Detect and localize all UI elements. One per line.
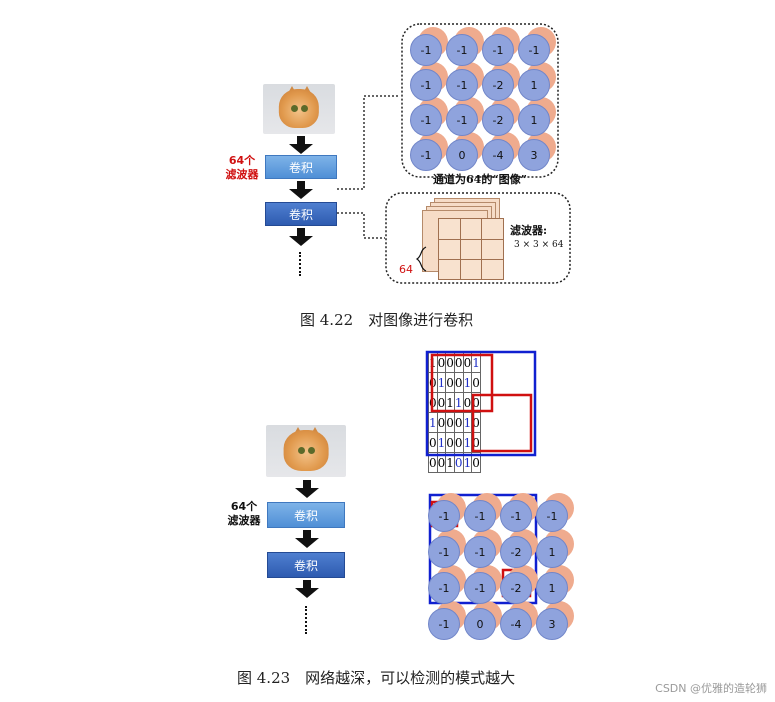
grid-cell: -1 <box>446 34 478 66</box>
down-arrow-icon <box>289 136 313 154</box>
grid-cell: -1 <box>428 536 460 568</box>
grid-cell: -1 <box>482 34 514 66</box>
conv-box-2: 卷积 <box>265 202 337 226</box>
grid-cell: 3 <box>518 139 550 171</box>
grid-cell: -1 <box>410 104 442 136</box>
grid-cell: -1 <box>518 34 550 66</box>
grid-cell: -2 <box>500 536 532 568</box>
down-arrow-icon <box>289 228 313 246</box>
matrix-cell: 0 <box>471 452 481 473</box>
grid-cell: 0 <box>464 608 496 640</box>
connector-lines <box>337 23 571 284</box>
conv-box-1: 卷积 <box>265 155 337 179</box>
continuation-dots <box>305 606 310 634</box>
grid-cell: 1 <box>518 104 550 136</box>
grid-cell: -1 <box>464 536 496 568</box>
grid-cell: -1 <box>464 572 496 604</box>
grid-cell: 3 <box>536 608 568 640</box>
grid-cell: 1 <box>536 572 568 604</box>
grid-cell: -4 <box>482 139 514 171</box>
grid-cell: -1 <box>428 500 460 532</box>
grid-cell: -1 <box>410 139 442 171</box>
grid-cell: -1 <box>500 500 532 532</box>
figure-caption: 图 4.23 网络越深，可以检测的模式越大 <box>237 669 516 687</box>
conv-box-2: 卷积 <box>267 552 345 578</box>
cat-image <box>266 425 346 477</box>
grid-cell: -4 <box>500 608 532 640</box>
grid-cell: 1 <box>518 69 550 101</box>
conv-box-1: 卷积 <box>267 502 345 528</box>
grid-cell: -1 <box>410 69 442 101</box>
stack-count-label: 64 <box>399 263 413 276</box>
grid-cell: -1 <box>446 69 478 101</box>
grid-cell: -2 <box>482 104 514 136</box>
grid-cell: -1 <box>410 34 442 66</box>
cat-image <box>263 84 335 134</box>
grid-cell: -1 <box>446 104 478 136</box>
continuation-dots <box>299 252 304 276</box>
grid-cell: -1 <box>428 572 460 604</box>
filter-count-label: 64个 滤波器 <box>227 500 261 527</box>
down-arrow-icon <box>295 580 319 598</box>
grid-cell: 1 <box>536 536 568 568</box>
filter-dims: 3 × 3 × 64 <box>514 240 564 250</box>
grid-cell: 0 <box>446 139 478 171</box>
down-arrow-icon <box>295 530 319 548</box>
filter-label: 滤波器: <box>510 224 548 237</box>
grid-cell: -1 <box>536 500 568 532</box>
brace-icon <box>415 246 427 272</box>
panel-caption: 通道为64的“图像” <box>433 173 527 186</box>
watermark: CSDN @优雅的造轮狮 <box>655 682 767 695</box>
filter-stack <box>420 198 515 280</box>
down-arrow-icon <box>289 181 313 199</box>
figure-caption: 图 4.22 对图像进行卷积 <box>300 311 474 329</box>
filter-count-label: 64个 滤波器 <box>225 154 259 181</box>
grid-cell: -1 <box>464 500 496 532</box>
grid-cell: -2 <box>500 572 532 604</box>
grid-cell: -1 <box>428 608 460 640</box>
down-arrow-icon <box>295 480 319 498</box>
grid-cell: -2 <box>482 69 514 101</box>
